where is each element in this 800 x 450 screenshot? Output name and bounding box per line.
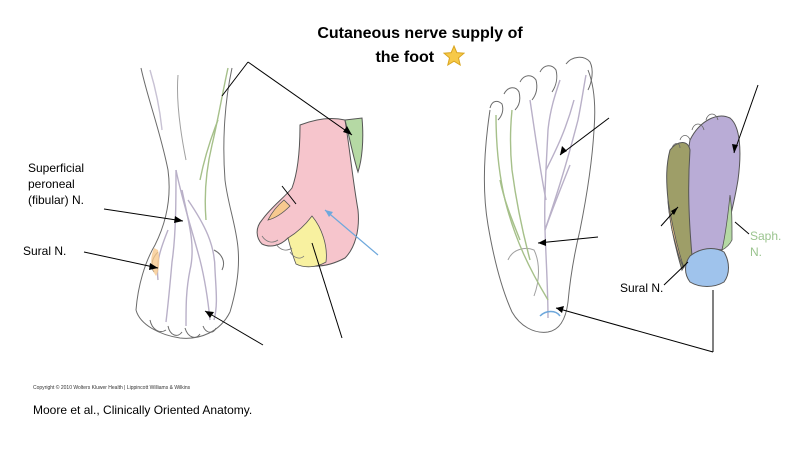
arrowhead-lateral-plantar [538, 239, 546, 246]
leader-lines [83, 61, 759, 353]
arrowhead-saph-top [343, 126, 352, 135]
pointer-deep-peroneal-b [311, 242, 343, 339]
toe-lines [261, 235, 305, 259]
title-line-2-text: the foot [375, 49, 435, 66]
pointer-blue-arrow [324, 209, 379, 256]
arrowhead-sural-left [149, 263, 158, 270]
arrowhead-deep-peroneal [205, 311, 214, 318]
deep-peroneal-yellow-region [287, 215, 327, 268]
label-superficial-peroneal: Superficial peroneal (fibular) N. [28, 160, 118, 208]
pointer-saphenous-top-b [247, 61, 353, 136]
label-superficial-peroneal-line1: Superficial [28, 161, 85, 175]
toe-3 [519, 75, 538, 101]
toe-5 [489, 100, 504, 121]
arrowhead-blue [325, 210, 333, 217]
left-leg-nerves [149, 69, 218, 327]
pointer-sural-map [663, 261, 689, 286]
toe-4 [503, 87, 521, 111]
title-line-1: Cutaneous nerve supply of [317, 25, 523, 42]
big-toe [565, 56, 593, 91]
arrowhead-lateral-plantar-map [671, 207, 678, 215]
pointer-orange-dorsal [281, 185, 297, 205]
toe-2 [539, 65, 558, 93]
citation-text: Moore et al., Clinically Oriented Anatom… [33, 403, 253, 417]
plantar-nerves-gray [529, 74, 587, 319]
page-title: Cutaneous nerve supply of the foot [290, 22, 550, 73]
sural-region [667, 199, 685, 269]
plantar-toes [671, 113, 719, 149]
title-line-2: the foot [290, 44, 550, 73]
toe-outlines [149, 319, 217, 338]
copyright-notice: Copyright © 2010 Wolters Kluwer Health |… [33, 385, 191, 391]
label-saphenous: Saph. N. [750, 228, 790, 260]
label-sural-left: Sural N. [23, 244, 67, 258]
arrowhead-medial-plantar-map [732, 144, 738, 153]
pointer-deep-peroneal-a [204, 310, 264, 346]
sural-orange-region [267, 199, 291, 221]
heel-pad [507, 247, 539, 297]
lateral-plantar-region [666, 142, 693, 272]
left-leg-dorsal-view [135, 67, 239, 339]
pointer-saph-map [734, 221, 750, 235]
calcaneal-region [685, 248, 729, 287]
dorsal-foot-map [256, 117, 364, 268]
leg-outline-lateral [135, 67, 170, 311]
label-saph-line2: N. [750, 245, 762, 259]
leg-contour-inner [176, 74, 187, 161]
malleolus [213, 249, 225, 271]
pointer-medial-plantar-map [733, 84, 759, 154]
pointer-plantar-digital [559, 117, 610, 156]
left-leg-green-nerve [199, 67, 229, 221]
pointer-lateral-plantar [537, 236, 599, 244]
dorsum-foot-outline [135, 309, 231, 339]
plantar-foot-map [666, 113, 741, 287]
arrowheads [149, 126, 738, 318]
label-superficial-peroneal-line3: (fibular) N. [28, 193, 85, 207]
pointer-sural-left [83, 251, 159, 269]
arrowhead-plantar-digital [560, 146, 567, 155]
arrowhead-calcaneal [556, 306, 564, 313]
label-superficial-peroneal-line2: peroneal [28, 177, 75, 191]
label-saph-line1: Saph. [750, 229, 782, 243]
label-sural-right: Sural N. [620, 281, 664, 295]
plantar-foot-outline [483, 56, 596, 333]
pointer-calcaneal-a [555, 307, 714, 353]
star-icon [442, 44, 465, 73]
pointer-superficial-peroneal [103, 208, 184, 222]
pointer-saphenous-top-a [221, 61, 249, 97]
saphenous-region [721, 194, 733, 251]
arrowhead-sup-peroneal [174, 216, 183, 223]
calcaneal-branch [539, 310, 561, 317]
leg-outline-medial [223, 67, 239, 313]
plantar-nerves-green [495, 109, 549, 301]
